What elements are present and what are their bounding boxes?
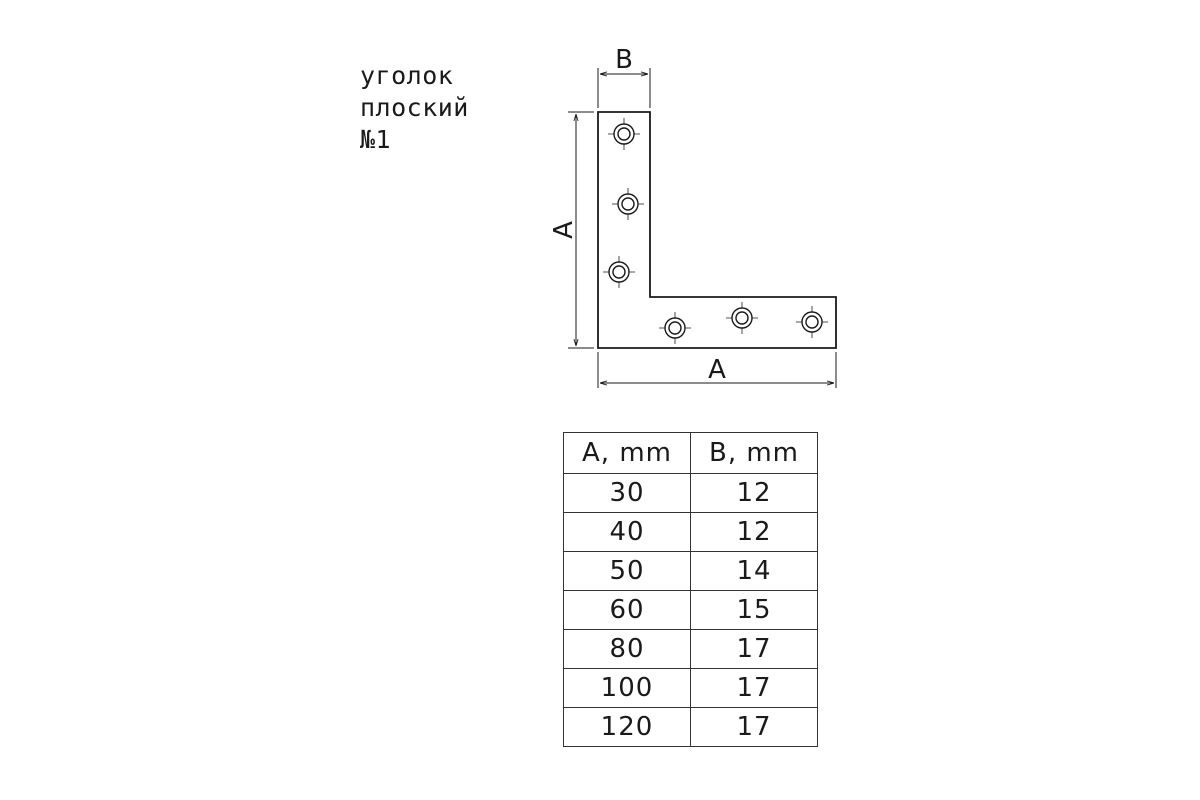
table-row: 120 17: [563, 707, 818, 747]
dimension-b: B: [597, 45, 651, 108]
cell-a: 30: [563, 473, 691, 513]
table-row: 30 12: [563, 473, 818, 513]
cell-a: 40: [563, 512, 691, 552]
header-a: A, mm: [563, 432, 691, 474]
cell-b: 14: [690, 551, 818, 591]
dimension-a-vertical: A: [549, 111, 594, 349]
label-a-vertical: A: [549, 221, 579, 239]
mounting-hole: [612, 188, 644, 220]
table-row: 60 15: [563, 590, 818, 630]
title-line-1: уголок: [360, 61, 454, 90]
table-row: 40 12: [563, 512, 818, 552]
table-row: 50 14: [563, 551, 818, 591]
cell-b: 12: [690, 512, 818, 552]
mounting-hole: [796, 306, 828, 338]
cell-b: 12: [690, 473, 818, 513]
bracket-outline: [597, 111, 837, 349]
mounting-hole: [659, 312, 691, 344]
mounting-hole: [726, 302, 758, 334]
dimension-a-horizontal: A: [597, 352, 837, 388]
cell-b: 17: [690, 629, 818, 669]
cell-b: 17: [690, 668, 818, 708]
cell-a: 120: [563, 707, 691, 747]
table-row: 100 17: [563, 668, 818, 708]
table-header-row: A, mm B, mm: [563, 432, 818, 474]
cell-a: 60: [563, 590, 691, 630]
size-table: A, mm B, mm 30 12 40 12 50 14 60 15 80: [563, 432, 818, 747]
label-b: B: [615, 45, 633, 75]
cell-a: 100: [563, 668, 691, 708]
corner-bracket-drawing: B A A: [549, 45, 837, 388]
mounting-hole: [603, 256, 635, 288]
cell-b: 15: [690, 590, 818, 630]
title-line-3: №1: [360, 125, 392, 154]
label-a-horizontal: A: [708, 355, 726, 385]
table-row: 80 17: [563, 629, 818, 669]
mounting-hole: [608, 118, 640, 150]
mounting-holes: [603, 118, 828, 344]
title-block: уголок плоский №1: [360, 60, 469, 156]
cell-a: 50: [563, 551, 691, 591]
cell-a: 80: [563, 629, 691, 669]
title-line-2: плоский: [360, 93, 469, 122]
header-b: B, mm: [690, 432, 818, 474]
cell-b: 17: [690, 707, 818, 747]
